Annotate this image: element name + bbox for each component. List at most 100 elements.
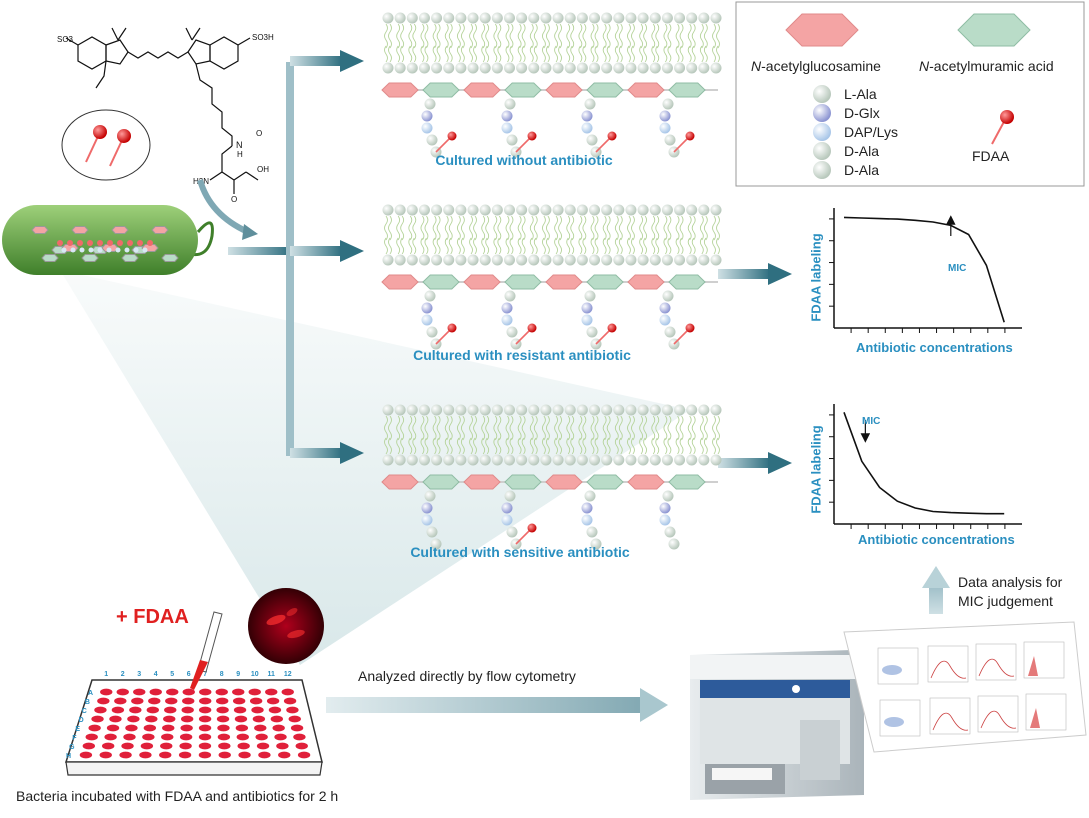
lipid-tail [432,437,437,455]
lipid-tail [529,45,534,63]
glcnac-unit [463,82,501,98]
plate-col-label: 1 [104,671,108,678]
plate-well [88,724,101,732]
lipid-head-top [455,204,467,216]
lipid-tail [469,215,473,241]
plate-well [104,733,117,741]
lipid-tail [570,237,575,255]
lipid-tail [460,23,465,49]
plate-front [65,761,323,776]
lipid-head-top [394,404,406,416]
plate-well [290,724,304,732]
flow-arrow [326,688,668,722]
lipid-head-bottom [406,254,418,266]
plate-well [297,751,311,759]
lipid-tail [651,23,656,49]
lipid-head-top [382,12,394,24]
report-scatter [884,717,904,727]
lipid-head-bottom [661,62,673,74]
lipid-head-top [406,12,418,24]
lipid-head-top [601,404,613,416]
lipid-tail [400,415,405,441]
lipid-tail [493,415,498,441]
lipid-head-top [382,204,394,216]
fdaa-probe [447,323,457,333]
lipid-tail [481,437,486,455]
lipid-tail [460,437,465,455]
murnac-unit [504,474,542,490]
lipid-tail [408,437,413,455]
chart-line [843,216,1005,323]
lipid-tail [627,45,631,63]
peptide-bead [424,490,436,502]
plate-well [293,733,306,741]
lipid-tail [412,215,417,241]
lipid-head-top [528,204,540,216]
plate-well [160,742,173,750]
lipid-tail [460,237,465,255]
lipid-head-top [613,404,625,416]
lipid-tail [420,237,425,255]
lipid-tail [691,23,696,49]
lipid-tail [521,437,526,455]
lipid-head-bottom [431,62,443,74]
lipid-tail [456,215,461,241]
lipid-tail [570,415,575,441]
bacterium-probe-dot [137,240,143,246]
lipid-tail [456,237,461,255]
plate-well [149,688,162,696]
lipid-tail [703,45,708,63]
lipid-tail [639,215,644,241]
plate-well [256,742,270,750]
lipid-tail [716,237,720,255]
plate-col-label: 11 [268,671,276,678]
lipid-tail [578,415,583,441]
lipid-head-bottom [649,254,661,266]
bacterium-bead [88,247,94,253]
lipid-head-top [686,404,698,416]
lipid-head-bottom [552,254,564,266]
plate-well [276,742,289,750]
lipid-head-top [479,204,491,216]
peptide-stem [659,290,695,350]
plate-well [199,688,212,696]
bacterium-bead [142,247,148,253]
lipid-tail [509,237,514,255]
lipid-tail [505,45,510,63]
lipid-tail [469,415,473,441]
chem-o1: O [256,129,262,138]
plate-well [143,724,157,732]
lipid-head-bottom [686,254,698,266]
lipid-tail [655,437,660,455]
murnac-unit [586,474,624,490]
lipid-tail [558,215,563,241]
lipid-tail [578,237,583,255]
lipid-head-bottom [698,454,710,466]
lipid-tail [460,415,465,441]
plate-well [163,715,176,723]
lipid-tail [651,215,656,241]
lipid-head-top [625,204,637,216]
plate-well [265,688,278,696]
plate-col-label: 7 [203,671,207,678]
plate-col-label: 4 [154,671,158,678]
legend-peptide-4: D-Ala [844,162,880,178]
lipid-tail [716,437,720,455]
lipid-tail [651,437,656,455]
lipid-tail [448,215,453,241]
lipid-head-bottom [418,254,430,266]
lipid-tail [558,237,563,255]
lipid-tail [687,237,692,255]
chem-so3h-right: SO3H [252,33,274,42]
lipid-head-bottom [625,62,637,74]
lipid-head-bottom [698,254,710,266]
lipid-head-top [382,404,394,416]
lipid-tail [712,23,716,49]
lipid-tail [667,23,672,49]
plate-row-label: A [88,690,93,697]
lipid-head-top [467,204,479,216]
lipid-tail [675,415,680,441]
lipid-head-bottom [455,62,467,74]
lipid-tail [631,237,635,255]
